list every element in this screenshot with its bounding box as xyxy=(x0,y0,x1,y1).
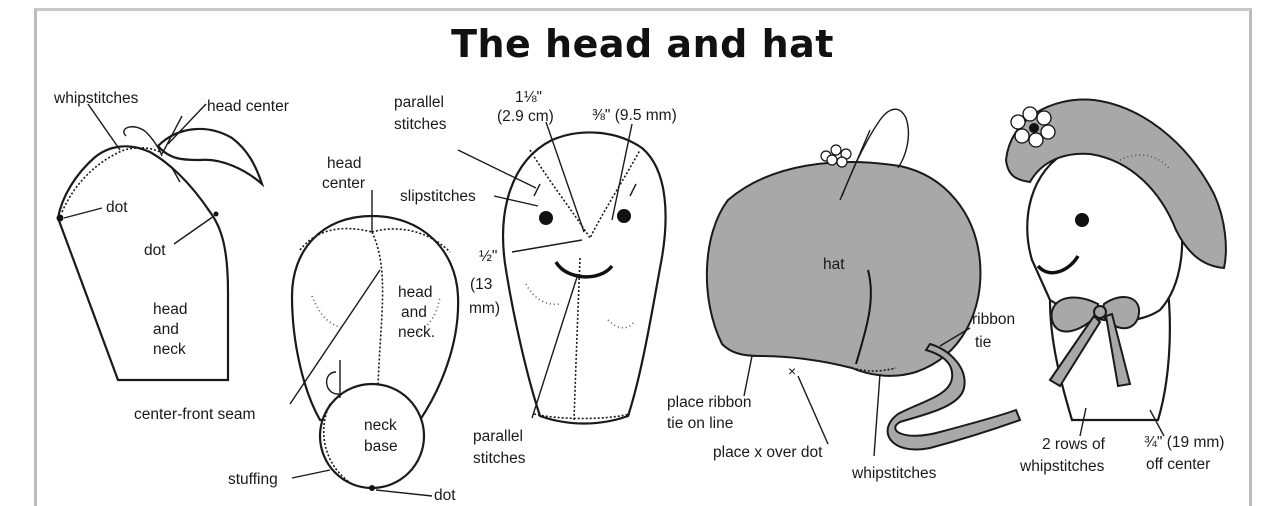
right-eye xyxy=(617,209,631,223)
label-hat: hat xyxy=(823,256,845,273)
label-measurement: mm) xyxy=(469,300,500,317)
label-measurement: ⅜" (9.5 mm) xyxy=(592,107,677,124)
figure-face xyxy=(457,121,667,425)
label-parallel-stitches: stitches xyxy=(394,116,447,133)
mouth xyxy=(1036,255,1080,275)
label-head-and-neck: and xyxy=(401,304,427,321)
flower-icon xyxy=(1010,106,1056,148)
label-off-center: ¾" (19 mm) xyxy=(1144,434,1224,451)
left-eye xyxy=(539,211,553,225)
label-head-and-neck: and xyxy=(153,321,179,338)
x-mark: × xyxy=(788,363,796,379)
label-whipstitches: whipstitches xyxy=(851,465,937,482)
ribbon-line xyxy=(855,269,872,365)
needle xyxy=(161,115,183,155)
head-neck-pattern-outline xyxy=(56,145,230,382)
ribbon-tie xyxy=(886,342,1022,451)
figure-finished-head xyxy=(1004,98,1227,437)
label-head-center: center xyxy=(322,175,365,192)
whipstitch-line xyxy=(61,147,161,213)
flower-icon xyxy=(820,144,852,168)
label-stuffing: stuffing xyxy=(228,471,278,488)
label-dot: dot xyxy=(106,199,128,216)
label-measurement: ½" xyxy=(479,248,497,265)
label-neck-base: base xyxy=(364,438,398,455)
center-front-seam xyxy=(371,231,384,389)
page-frame xyxy=(34,8,1252,506)
hat-shape xyxy=(705,161,982,377)
label-rows-whipstitches: whipstitches xyxy=(1019,458,1105,475)
mouth xyxy=(554,260,614,279)
dot-mark xyxy=(56,214,64,222)
label-measurement: (2.9 cm) xyxy=(497,108,554,125)
diagram-title: The head and hat xyxy=(451,22,834,66)
label-parallel-stitches: parallel xyxy=(473,428,523,445)
label-center-front-seam: center-front seam xyxy=(134,406,255,423)
needle-thread xyxy=(326,371,341,395)
label-parallel-stitches: parallel xyxy=(394,94,444,111)
figure-sewn-head xyxy=(289,190,460,497)
label-neck-base: neck xyxy=(364,417,397,434)
label-dot: dot xyxy=(144,242,166,259)
dot-mark xyxy=(369,485,375,491)
label-dot: dot xyxy=(434,487,456,504)
label-place-x: place x over dot xyxy=(713,444,823,461)
label-parallel-stitches: stitches xyxy=(473,450,526,467)
label-measurement: 1⅛" xyxy=(515,89,542,106)
label-head-and-neck: neck xyxy=(153,341,186,358)
label-measurement: (13 xyxy=(470,276,492,293)
label-head-center: head center xyxy=(207,98,289,115)
label-head-and-neck: head xyxy=(153,301,187,318)
label-head-and-neck: head xyxy=(398,284,432,301)
dot-mark xyxy=(213,211,219,217)
bonnet xyxy=(1004,98,1227,270)
needle-thread xyxy=(123,126,163,157)
neck-base-circle xyxy=(318,382,426,490)
figure-hat: × xyxy=(705,108,1022,457)
label-rows-whipstitches: 2 rows of xyxy=(1042,436,1106,453)
head-center-flap xyxy=(156,127,265,188)
eye xyxy=(1075,213,1089,227)
stuffing-stitches xyxy=(322,403,353,485)
needle xyxy=(839,129,871,201)
label-slipstitches: slipstitches xyxy=(400,188,476,205)
label-ribbon-tie: ribbon xyxy=(972,311,1015,328)
figure-head-neck-pattern xyxy=(56,103,265,382)
label-place-ribbon: tie on line xyxy=(667,415,733,432)
label-place-ribbon: place ribbon xyxy=(667,394,751,411)
label-off-center: off center xyxy=(1146,456,1210,473)
label-whipstitches: whipstitches xyxy=(53,90,139,107)
bow xyxy=(1048,295,1141,388)
label-head-and-neck: neck. xyxy=(398,324,435,341)
label-ribbon-tie: tie xyxy=(975,334,991,351)
label-head-center: head xyxy=(327,155,361,172)
